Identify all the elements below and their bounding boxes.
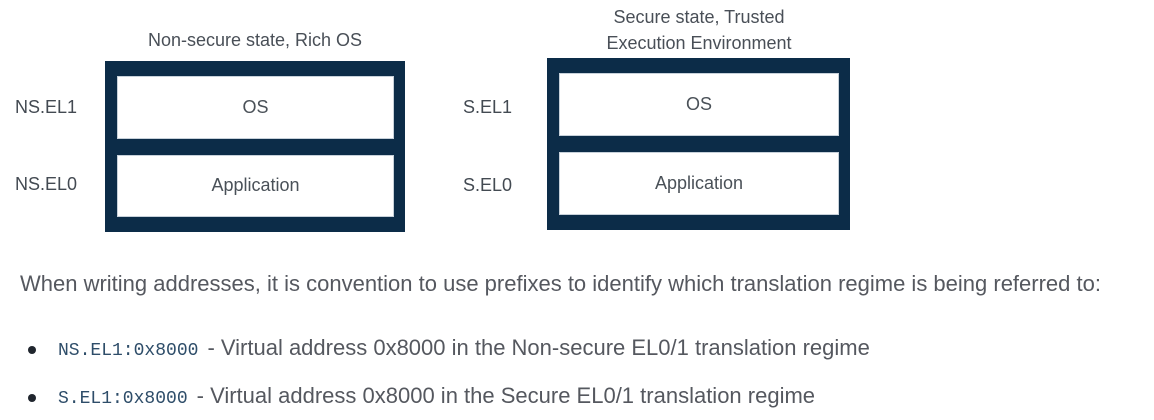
- s-el1-description: - Virtual address 0x8000 in the Secure E…: [196, 383, 816, 408]
- bullet-icon: [28, 345, 36, 354]
- ns-el1-description: - Virtual address 0x8000 in the Non-secu…: [207, 335, 870, 360]
- label-ns-el1: NS.EL1: [15, 97, 78, 117]
- s-el1-code: S.EL1:0x8000: [58, 389, 188, 409]
- non-secure-os-box: OS: [117, 76, 394, 139]
- list-item: NS.EL1:0x8000 - Virtual address 0x8000 i…: [20, 334, 870, 365]
- intro-paragraph: When writing addresses, it is convention…: [20, 271, 1101, 296]
- secure-diagram-title: Secure state, Trusted Execution Environm…: [606, 7, 792, 53]
- bullet-icon: [28, 393, 36, 402]
- non-secure-application-box: Application: [117, 154, 394, 217]
- secure-application-box: Application: [559, 152, 839, 215]
- label-s-el1: S.EL1: [463, 97, 513, 117]
- secure-state-box: OS Application: [547, 58, 850, 230]
- non-secure-diagram-title: Non-secure state, Rich OS: [147, 30, 363, 50]
- address-prefix-list: NS.EL1:0x8000 - Virtual address 0x8000 i…: [20, 334, 870, 420]
- secure-os-box: OS: [559, 73, 839, 136]
- non-secure-state-box: OS Application: [105, 61, 405, 232]
- label-s-el0: S.EL0: [463, 175, 513, 195]
- list-item: S.EL1:0x8000 - Virtual address 0x8000 in…: [20, 382, 870, 413]
- label-ns-el0: NS.EL0: [15, 174, 78, 194]
- ns-el1-code: NS.EL1:0x8000: [58, 341, 199, 361]
